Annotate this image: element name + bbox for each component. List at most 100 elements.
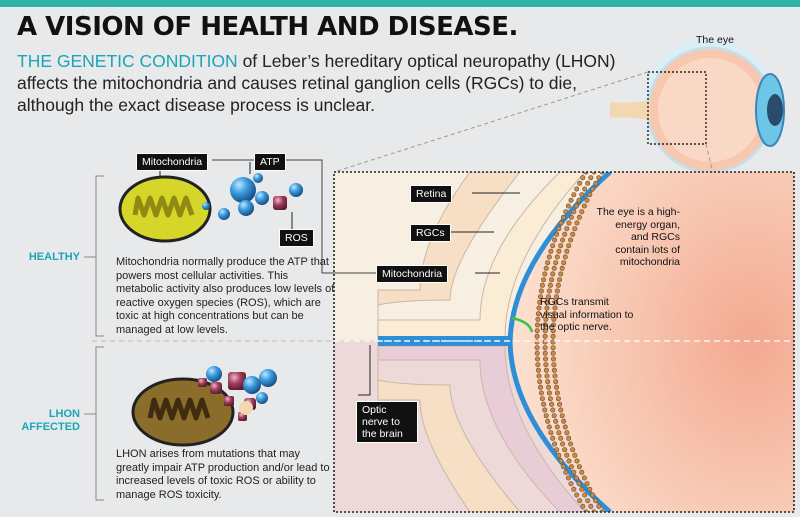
rgc-dot (563, 209, 569, 215)
rgc-cells (534, 172, 605, 512)
rgc-dot (560, 464, 566, 470)
rgc-dot (550, 243, 556, 249)
rgc-dot (536, 373, 542, 379)
healthy-bracket (95, 175, 104, 337)
rgc-dot (550, 345, 556, 351)
rgc-dot (547, 282, 553, 288)
rgc-dot (551, 362, 557, 368)
affected-mitochondrion (131, 377, 235, 447)
rgc-dot (581, 475, 587, 481)
rgc-dot (543, 367, 549, 373)
rgc-dot (572, 226, 578, 232)
rgc-dot (565, 203, 571, 209)
rgc-dot (562, 231, 568, 237)
rgc-dot (552, 441, 558, 447)
rgc-dot (552, 305, 558, 311)
rgc-dot (548, 430, 554, 436)
affected-description: LHON arises from mutations that may grea… (116, 448, 330, 501)
rgc-dot (581, 203, 587, 209)
rgc-dot (554, 390, 560, 396)
rgc-dot (573, 475, 579, 481)
rgc-dot (550, 356, 556, 362)
rgc-dot (587, 486, 593, 492)
rgc-dot (534, 322, 540, 328)
rgc-dot (585, 498, 591, 504)
rgc-dot (576, 481, 582, 487)
rgc-dot (570, 231, 576, 237)
rgc-dot (538, 288, 544, 294)
rgc-dot (562, 254, 568, 260)
affected-label-line1: LHON (48, 408, 80, 420)
rgc-dot (561, 418, 567, 424)
rgc-dot (558, 220, 564, 226)
rgc-dot (542, 345, 548, 351)
rgc-dot (537, 294, 543, 300)
rgc-dot (550, 435, 556, 441)
intro-highlight: THE GENETIC CONDITION (17, 51, 238, 71)
rgc-dot (557, 401, 563, 407)
rgc-dot (555, 396, 561, 402)
rgc-dot (558, 458, 564, 464)
page-title: A VISION OF HEALTH AND DISEASE. (17, 12, 518, 42)
rgc-dot (571, 469, 577, 475)
rgc-dot (566, 458, 572, 464)
rgc-dot (562, 424, 568, 430)
rgc-dot (549, 401, 555, 407)
rgc-dot (576, 214, 582, 220)
rgc-dot (559, 413, 565, 419)
top-accent-bar (0, 0, 800, 7)
rgc-dot (576, 464, 582, 470)
energy-note: The eye is a high-energy organ, and RGCs… (596, 206, 680, 268)
optic-nerve-tag: Optic nerve to the brain (356, 401, 418, 443)
rgc-dot (582, 492, 588, 498)
rgc-dot (593, 180, 599, 186)
rgc-dot (550, 328, 556, 334)
intro-paragraph: THE GENETIC CONDITION of Leber’s heredit… (17, 50, 617, 116)
healthy-label: HEALTHY (28, 251, 80, 263)
atp-tag: ATP (254, 153, 286, 171)
rgc-dot (554, 231, 560, 237)
rgc-dot (574, 492, 580, 498)
rgc-dot (554, 288, 560, 294)
rgc-dot (548, 248, 554, 254)
rgc-dot (551, 367, 557, 373)
rgc-dot (572, 452, 578, 458)
rgc-dot (545, 294, 551, 300)
rgc-dot (564, 248, 570, 254)
rgc-dot (554, 254, 560, 260)
rgc-dot (550, 407, 556, 413)
rgc-dot (550, 333, 556, 339)
rgc-dot (535, 362, 541, 368)
rgc-dot (556, 430, 562, 436)
rgc-dot (549, 277, 555, 283)
rgc-dot (545, 299, 551, 305)
eye-label: The eye (696, 34, 734, 46)
rgc-dot (590, 492, 596, 498)
retina-inset (334, 172, 794, 512)
rgc-dot (556, 248, 562, 254)
rgc-dot (564, 452, 570, 458)
rgc-dot (596, 175, 602, 181)
eye-thumbnail (610, 38, 785, 174)
rgc-dot (560, 214, 566, 220)
rgc-dot (551, 311, 557, 317)
rgc-dot (568, 441, 574, 447)
rgc-dot (588, 175, 594, 181)
atp-molecules (202, 173, 303, 220)
rgc-dot (543, 362, 549, 368)
rgc-dot (580, 175, 586, 181)
rgc-dot (551, 265, 557, 271)
rgc-dot (554, 447, 560, 453)
rgc-dot (579, 209, 585, 215)
rgc-dot (553, 384, 559, 390)
rgcs-tag: RGCs (410, 224, 451, 242)
rgc-dot (535, 367, 541, 373)
rgc-dot (582, 186, 588, 192)
retina-tag: Retina (410, 185, 453, 203)
rgc-dot (571, 192, 577, 198)
rgc-dot (550, 271, 556, 277)
rgc-dot (542, 328, 548, 334)
rgc-dot (568, 464, 574, 470)
rgc-dot (564, 226, 570, 232)
rgc-dot (554, 424, 560, 430)
